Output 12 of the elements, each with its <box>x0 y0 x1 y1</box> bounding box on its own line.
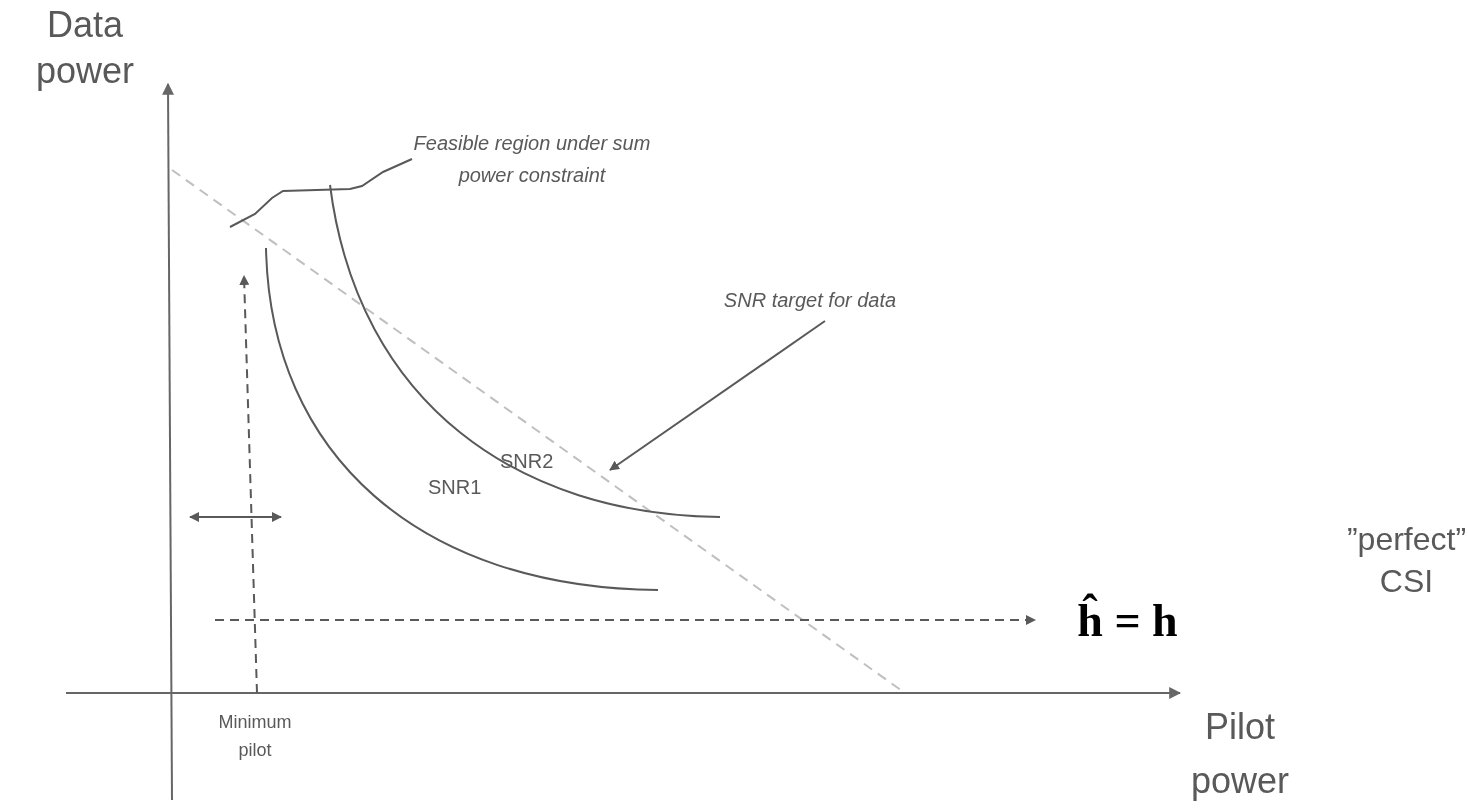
formula: ĥ = h <box>1077 592 1178 648</box>
caption-text: ”perfect” CSI <box>1345 520 1468 601</box>
axis-label: Pilot power <box>1189 705 1291 803</box>
arrow <box>609 320 826 471</box>
curve-label: SNR1 <box>428 475 483 500</box>
arrow <box>214 615 1036 625</box>
axis-note: Minimum pilot <box>217 711 293 762</box>
annotation-text: SNR target for data <box>723 288 897 313</box>
leader-line <box>229 158 413 228</box>
curve-label: SNR2 <box>500 449 555 474</box>
annotation-text: Feasible region under sum power constraint <box>412 131 652 188</box>
axis-label: Data power <box>34 3 136 93</box>
